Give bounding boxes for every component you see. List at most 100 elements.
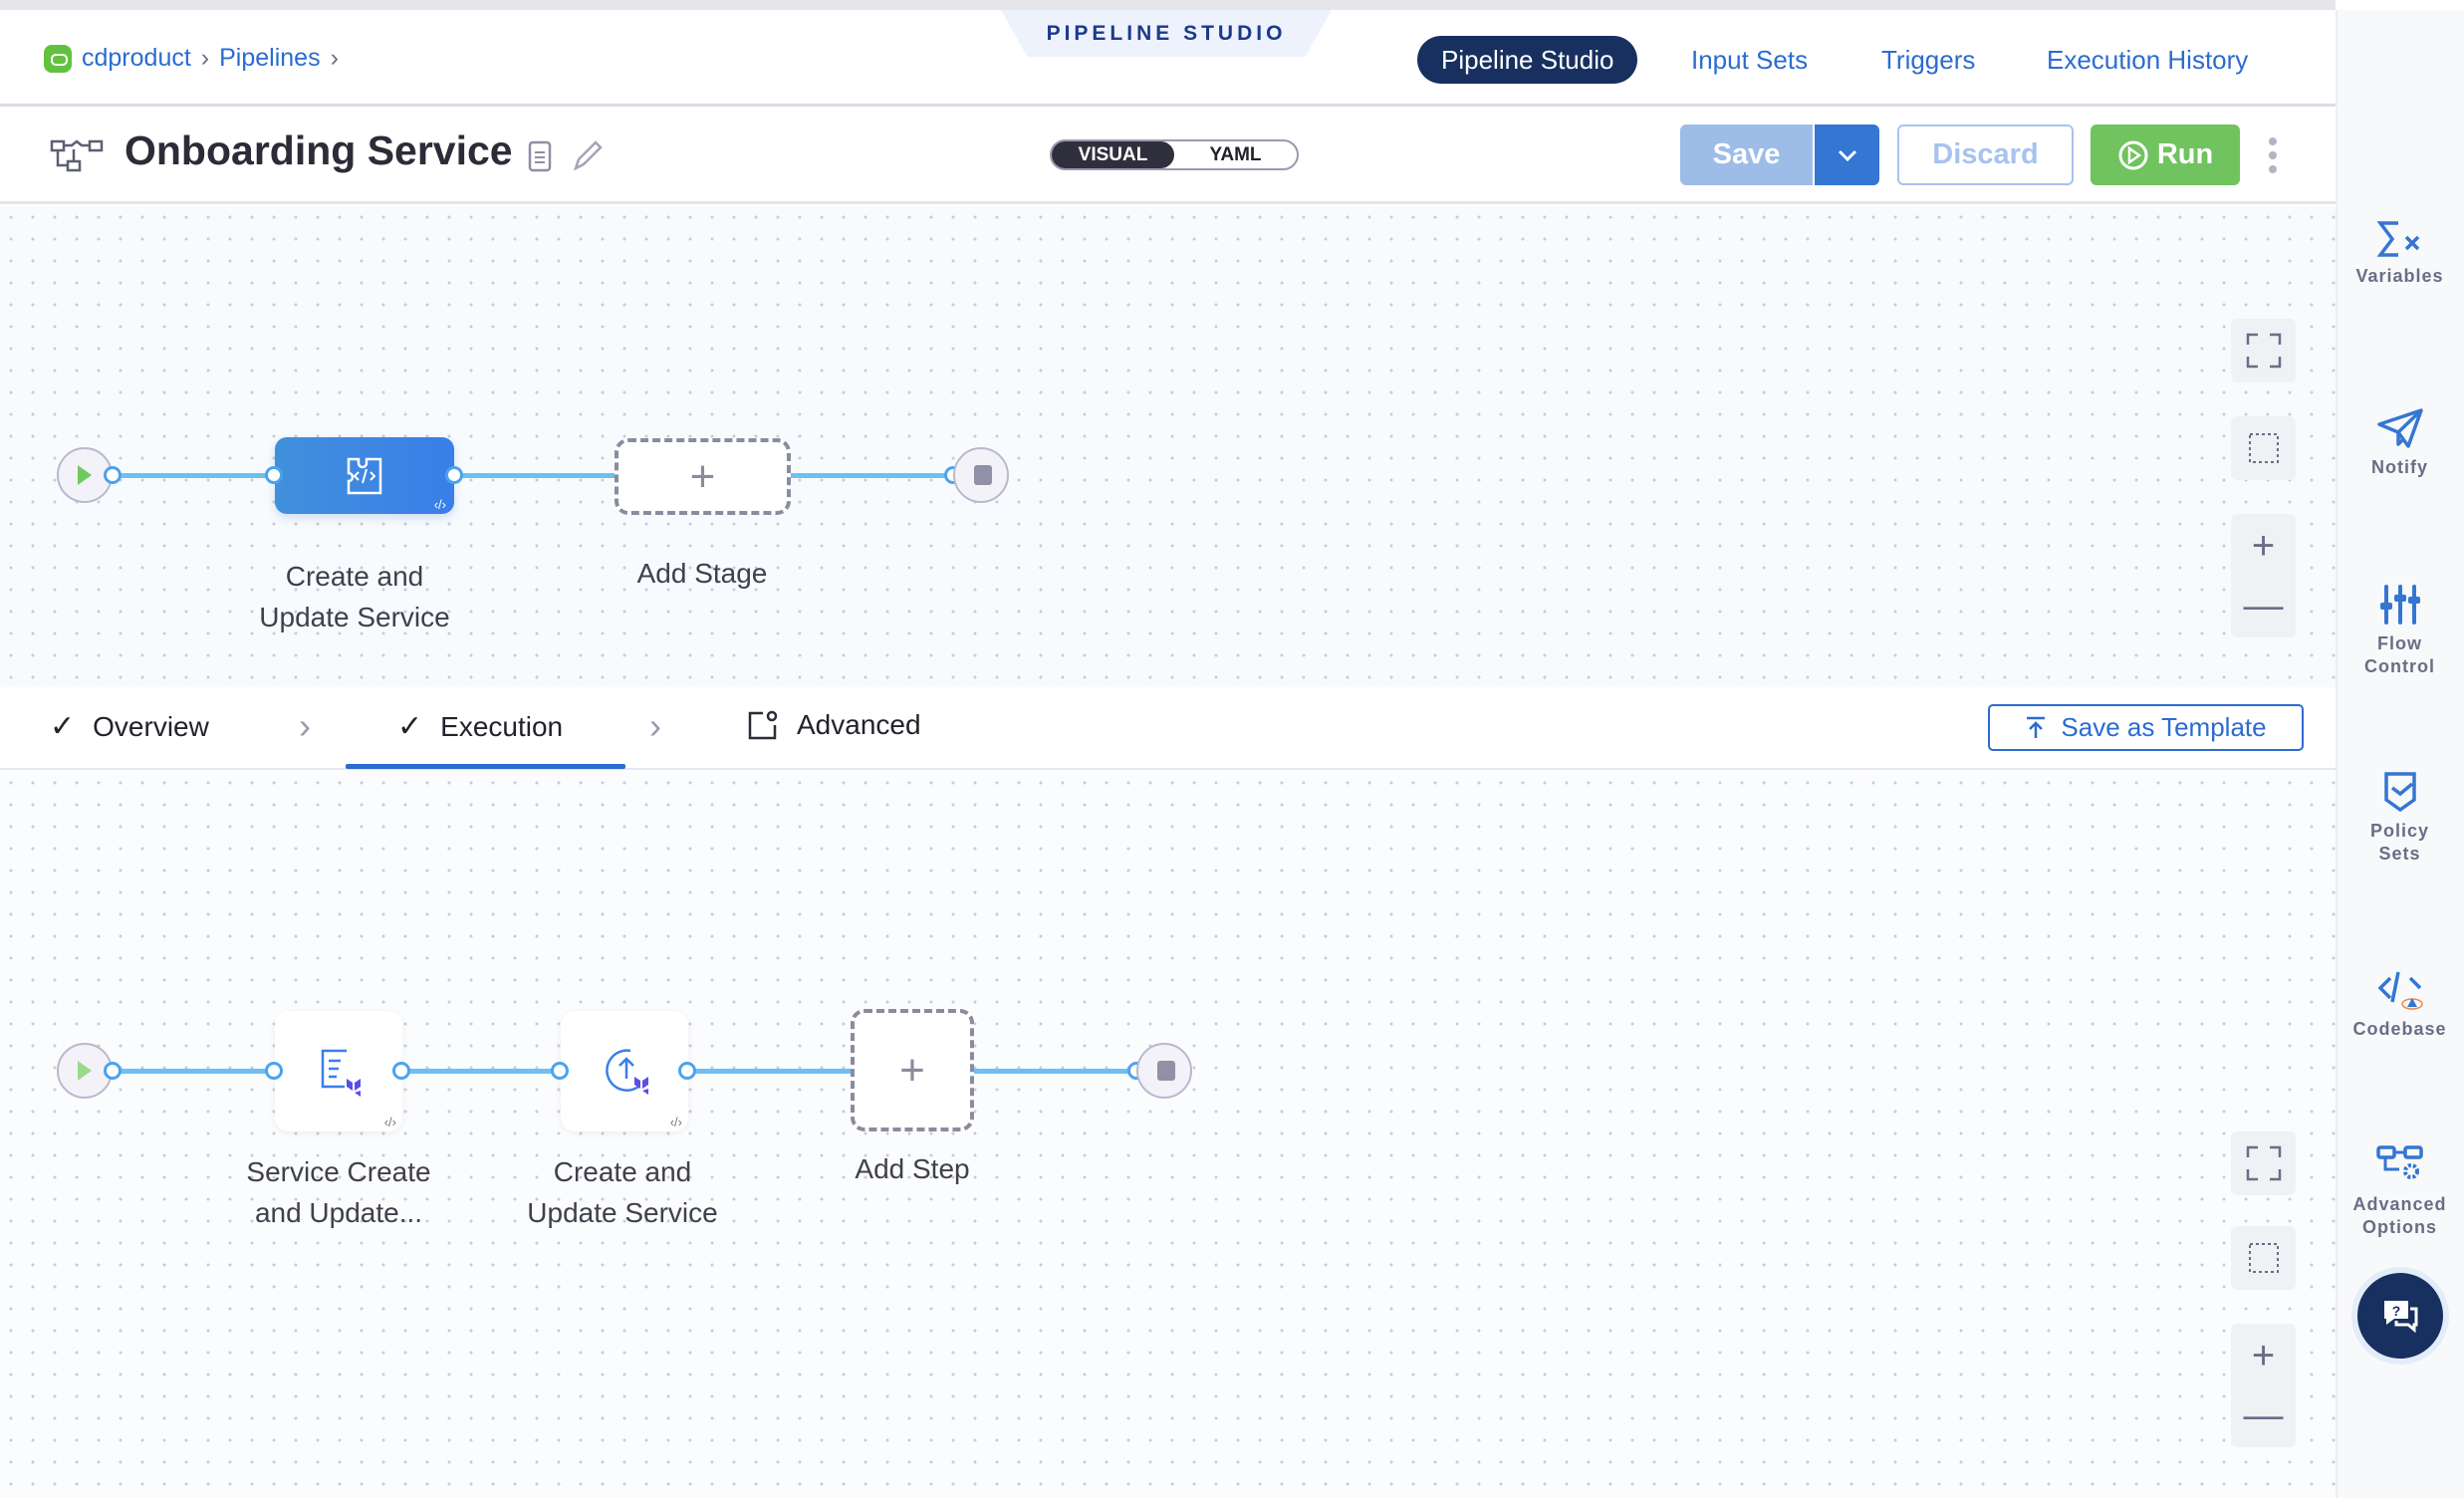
select-area-button[interactable]	[2231, 1226, 2296, 1290]
breadcrumb-project[interactable]: cdproduct	[82, 44, 191, 72]
settings-panel-icon	[748, 710, 778, 740]
send-icon	[2376, 408, 2423, 448]
port	[392, 1062, 410, 1080]
code-icon	[2377, 971, 2423, 1010]
zoom-in-icon[interactable]: +	[2251, 524, 2276, 568]
connector	[791, 473, 953, 478]
execution-canvas[interactable]	[0, 772, 2336, 1498]
label-line: Update Service	[527, 1197, 718, 1228]
add-stage-button[interactable]: +	[615, 438, 791, 515]
play-icon	[78, 1061, 92, 1081]
port	[551, 1062, 569, 1080]
sidebar-label: Options	[2362, 1217, 2437, 1237]
step-node-create-and-update-service[interactable]: ‹/›	[561, 1011, 688, 1131]
save-options-dropdown[interactable]	[1813, 125, 1879, 185]
zoom-out-icon[interactable]: —	[2243, 1393, 2284, 1437]
play-icon	[78, 465, 92, 485]
tab-pipeline-studio[interactable]: Pipeline Studio	[1417, 36, 1638, 84]
tab-input-sets[interactable]: Input Sets	[1691, 45, 1809, 75]
run-button[interactable]: Run	[2091, 125, 2240, 185]
select-rect-icon	[2248, 1243, 2279, 1273]
tab-execution[interactable]: ✓ Execution	[397, 709, 563, 744]
zoom-out-icon[interactable]: —	[2243, 584, 2284, 627]
connector	[688, 1069, 851, 1074]
stop-icon	[1157, 1061, 1175, 1081]
code-badge-icon: ‹/›	[433, 497, 446, 512]
label-line: and Update...	[254, 1197, 423, 1228]
tab-label: Advanced	[797, 709, 921, 740]
chevron-down-icon	[1838, 149, 1856, 161]
more-options-icon[interactable]	[2265, 135, 2281, 175]
chat-support-button[interactable]: ?	[2357, 1273, 2443, 1359]
tab-triggers[interactable]: Triggers	[1881, 45, 1976, 75]
edit-pencil-icon[interactable]	[572, 138, 604, 172]
upload-template-icon	[2027, 716, 2046, 738]
button-label: Save as Template	[2061, 712, 2267, 742]
breadcrumb: cdproduct › Pipelines ›	[44, 44, 339, 73]
check-icon: ✓	[397, 710, 423, 743]
right-sidebar	[2336, 10, 2464, 1498]
connector	[974, 1069, 1136, 1074]
project-logo-icon	[44, 44, 72, 73]
notes-icon[interactable]	[528, 140, 552, 172]
svg-text:?: ?	[2392, 1303, 2401, 1319]
connector	[454, 473, 615, 478]
stage-node-create-and-update-service[interactable]: ‹/›	[275, 437, 454, 514]
port	[265, 466, 283, 484]
zoom-controls: +—	[2231, 514, 2296, 637]
add-stage-label: Add Stage	[636, 558, 768, 589]
tab-execution-history[interactable]: Execution History	[2047, 45, 2249, 75]
pipeline-icon	[50, 139, 104, 172]
discard-button[interactable]: Discard	[1897, 125, 2074, 185]
sidebar-item-codebase[interactable]: Codebase	[2336, 968, 2464, 1041]
toggle-visual[interactable]: VISUAL	[1052, 141, 1174, 168]
sidebar-label: Policy	[2369, 821, 2430, 841]
visual-yaml-toggle[interactable]: VISUAL YAML	[1050, 139, 1299, 170]
sidebar-item-flow-control[interactable]: Flow Control	[2336, 583, 2464, 678]
code-badge-icon: ‹/›	[669, 1115, 682, 1129]
port	[678, 1062, 696, 1080]
save-button[interactable]: Save	[1680, 125, 1813, 185]
check-icon: ✓	[50, 710, 76, 743]
connector	[113, 473, 275, 478]
connector	[113, 1069, 275, 1074]
port	[104, 1062, 122, 1080]
tab-overview[interactable]: ✓Overview	[50, 709, 209, 744]
zoom-controls: +—	[2231, 1324, 2296, 1447]
select-area-button[interactable]	[2231, 416, 2296, 480]
tab-advanced[interactable]: Advanced	[747, 709, 921, 741]
breadcrumb-pipelines[interactable]: Pipelines	[219, 44, 321, 72]
sidebar-label: Sets	[2378, 844, 2421, 864]
port	[445, 466, 463, 484]
toggle-yaml[interactable]: YAML	[1209, 144, 1262, 165]
fit-to-screen-button[interactable]	[2231, 319, 2296, 382]
sliders-icon	[2379, 585, 2420, 624]
advanced-options-icon	[2375, 1145, 2423, 1179]
sidebar-item-policy-sets[interactable]: Policy Sets	[2336, 770, 2464, 866]
chevron-right-icon: ›	[200, 44, 210, 72]
sidebar-item-advanced-options[interactable]: Advanced Options	[2336, 1143, 2464, 1239]
sidebar-item-variables[interactable]: Variables	[2336, 219, 2464, 288]
terraform-plan-icon	[321, 1049, 361, 1097]
label-line: Create and	[553, 1156, 692, 1187]
step-node-service-create-and-update[interactable]: ‹/›	[275, 1011, 402, 1131]
variables-icon	[2376, 221, 2419, 257]
sidebar-item-notify[interactable]: Notify	[2336, 406, 2464, 479]
label-line: Service Create	[246, 1156, 431, 1187]
save-as-template-button[interactable]: Save as Template	[1988, 704, 2304, 751]
stop-icon	[974, 465, 992, 485]
label-line: Create and	[285, 561, 424, 592]
code-badge-icon: ‹/›	[383, 1115, 396, 1129]
zoom-in-icon[interactable]: +	[2251, 1334, 2276, 1377]
add-step-label: Add Step	[855, 1153, 970, 1184]
fit-to-screen-button[interactable]	[2231, 1131, 2296, 1195]
sidebar-label: Control	[2364, 656, 2435, 676]
tab-label: Execution	[440, 710, 564, 742]
sidebar-items: Variables Notify Flow Control Policy Set…	[2336, 0, 2464, 1498]
pipeline-studio-badge: PIPELINE STUDIO	[1001, 10, 1332, 57]
add-step-button[interactable]: +	[851, 1009, 974, 1131]
select-rect-icon	[2248, 433, 2279, 463]
sidebar-label: Advanced	[2352, 1194, 2447, 1214]
